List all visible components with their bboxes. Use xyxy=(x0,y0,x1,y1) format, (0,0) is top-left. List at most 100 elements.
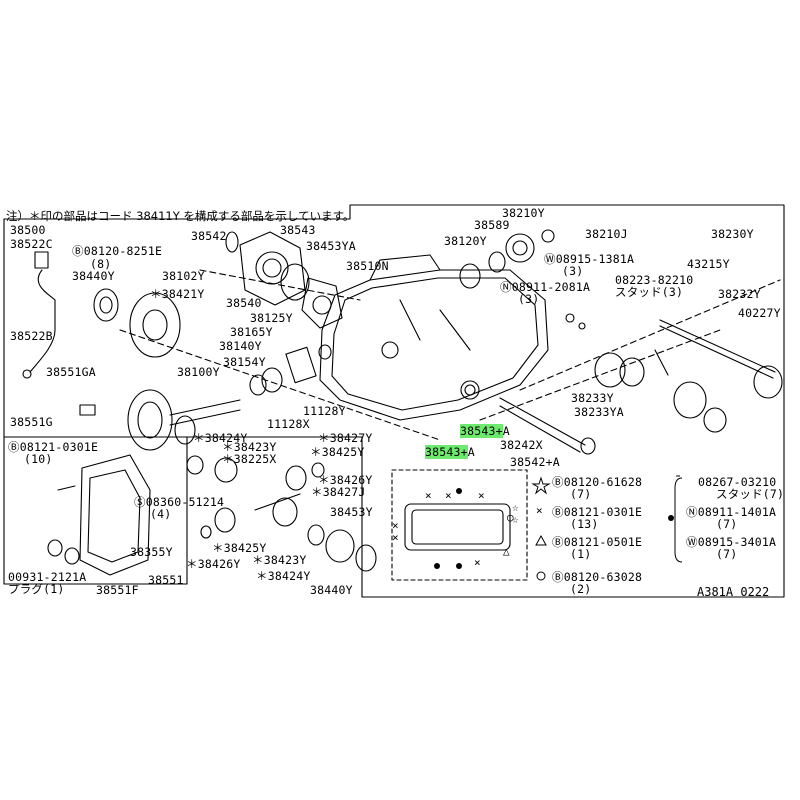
axle-shaft-upper xyxy=(659,319,776,373)
label-38233Y: 38233Y xyxy=(571,391,614,405)
legend-n-qty: (7) xyxy=(716,517,738,531)
axle-shaft-lower xyxy=(499,397,586,446)
diagram-border xyxy=(3,204,785,598)
label-38102Y: 38102Y xyxy=(162,269,205,283)
svg-text:×: × xyxy=(392,519,399,532)
label-38424Y-b: ＊38424Y xyxy=(256,569,311,583)
legend-star-code: Ⓑ08120-61628 xyxy=(552,475,643,489)
rear-cover-38355Y xyxy=(79,454,151,576)
label-38522C: 38522C xyxy=(10,237,53,251)
label-38522B: 38522B xyxy=(10,329,53,343)
label-38425Y-a: ＊38425Y xyxy=(310,445,365,459)
label-38551F: 38551F xyxy=(96,583,139,597)
legend-x-qty: (13) xyxy=(570,517,599,531)
label-08911-2081A-qty: (3) xyxy=(518,292,540,306)
label-38154Y: 38154Y xyxy=(223,355,266,369)
label-38355Y: 38355Y xyxy=(130,545,173,559)
label-38426Y-b: ＊38426Y xyxy=(186,557,241,571)
label-08121-0301E-qty: (10) xyxy=(24,452,53,466)
legend-tri-code: Ⓑ08121-0501E xyxy=(552,535,643,549)
side-cover-38540 xyxy=(239,231,306,306)
svg-text:×: × xyxy=(445,489,452,502)
label-08223-82210: 08223-82210 xyxy=(615,273,694,287)
label-38100Y: 38100Y xyxy=(177,365,220,379)
legend-circ-qty: (2) xyxy=(570,582,592,596)
label-38551G: 38551G xyxy=(10,415,53,429)
legend-star-qty: (7) xyxy=(570,487,592,501)
header-note: 注）＊印の部品はコード 38411Y を構成する部品を示しています。 xyxy=(6,209,355,223)
label-38589: 38589 xyxy=(474,218,510,232)
svg-text:×: × xyxy=(392,531,399,544)
output-flange xyxy=(505,233,535,263)
label-38423Y-a: ＊38423Y xyxy=(222,440,277,454)
bearing-38440Y xyxy=(93,288,119,322)
label-08223-82210-sub: スタッド(3) xyxy=(615,285,684,299)
label-11128X: 11128X xyxy=(267,417,310,431)
label-08120-8251E-qty: (8) xyxy=(90,257,112,271)
svg-text:×: × xyxy=(478,489,485,502)
label-38426Y-a: ＊38426Y xyxy=(318,473,373,487)
ring-gear xyxy=(127,389,173,451)
svg-text:☆: ☆ xyxy=(512,501,519,514)
label-40227Y: 40227Y xyxy=(738,306,781,320)
label-38140Y: 38140Y xyxy=(219,339,262,353)
label-38232Y: 38232Y xyxy=(718,287,761,301)
label-00931-sub: プラグ(1) xyxy=(8,582,65,596)
label-38427Y: ＊38427Y xyxy=(318,431,373,445)
svg-text:×: × xyxy=(425,489,432,502)
legend-tri-qty: (1) xyxy=(570,547,592,561)
label-38551GA: 38551GA xyxy=(46,365,96,379)
legend-w-code: Ⓦ08915-3401A xyxy=(686,535,777,549)
label-43215Y: 43215Y xyxy=(687,257,730,271)
label-38120Y: 38120Y xyxy=(444,234,487,248)
diff-case xyxy=(129,292,181,358)
label-11128Y: 11128Y xyxy=(303,404,346,418)
label-08360-51214: Ⓢ08360-51214 xyxy=(134,495,225,509)
label-38542A: 38542+A xyxy=(510,455,560,469)
legend-stud-sub: スタッド(7) xyxy=(716,487,785,501)
svg-text:○: ○ xyxy=(507,511,514,524)
legend-stud-code: 08267-03210 xyxy=(698,475,777,489)
label-38500: 38500 xyxy=(10,223,46,237)
label-38440Y-b: 38440Y xyxy=(310,583,353,597)
legend-w-qty: (7) xyxy=(716,547,738,561)
label-38543-top: 38543 xyxy=(280,223,316,237)
label-38421Y: ＊38421Y xyxy=(150,287,205,301)
legend-n-code: Ⓝ08911-1401A xyxy=(686,505,777,519)
diagram-code: A381A 0222 xyxy=(697,585,770,599)
svg-text:×: × xyxy=(474,556,481,569)
legend-circ-code: Ⓑ08120-63028 xyxy=(552,570,643,584)
svg-text:☆: ☆ xyxy=(512,513,519,526)
label-08915-1381A: Ⓦ08915-1381A xyxy=(544,252,635,266)
label-38425Y-b: ＊38425Y xyxy=(212,541,267,555)
breather-hose xyxy=(29,269,56,373)
label-38230Y: 38230Y xyxy=(711,227,754,241)
label-08911-2081A: Ⓝ08911-2081A xyxy=(500,280,591,294)
label-38233YA: 38233YA xyxy=(574,405,624,419)
label-38543A-lower: 38543+A xyxy=(425,445,475,459)
label-38543A-upper: 38543+A xyxy=(460,424,510,438)
label-38453Y: 38453Y xyxy=(330,505,373,519)
svg-text:×: × xyxy=(536,504,543,517)
label-38510N: 38510N xyxy=(346,259,389,273)
label-38125Y: 38125Y xyxy=(250,311,293,325)
label-38210J: 38210J xyxy=(585,227,628,241)
label-38453YA: 38453YA xyxy=(306,239,356,253)
svg-text:△: △ xyxy=(503,545,510,558)
legend-inset-box xyxy=(391,469,528,581)
label-38424Y-a: ＊38424Y xyxy=(193,431,248,445)
label-38242X: 38242X xyxy=(500,438,543,452)
label-08360-51214-qty: (4) xyxy=(150,507,172,521)
label-38542-top: 38542 xyxy=(191,229,227,243)
label-38210Y: 38210Y xyxy=(502,206,545,220)
label-08915-1381A-qty: (3) xyxy=(562,264,584,278)
label-38440Y: 38440Y xyxy=(72,269,115,283)
cover-subassembly-frame xyxy=(3,436,188,585)
legend-x-code: Ⓑ08121-0301E xyxy=(552,505,643,519)
label-38551: 38551 xyxy=(148,573,184,587)
label-38165Y: 38165Y xyxy=(230,325,273,339)
label-08120-8251E: Ⓑ08120-8251E xyxy=(72,244,163,258)
label-38225X: ＊38225X xyxy=(222,452,277,466)
label-38427J: ＊38427J xyxy=(311,485,366,499)
